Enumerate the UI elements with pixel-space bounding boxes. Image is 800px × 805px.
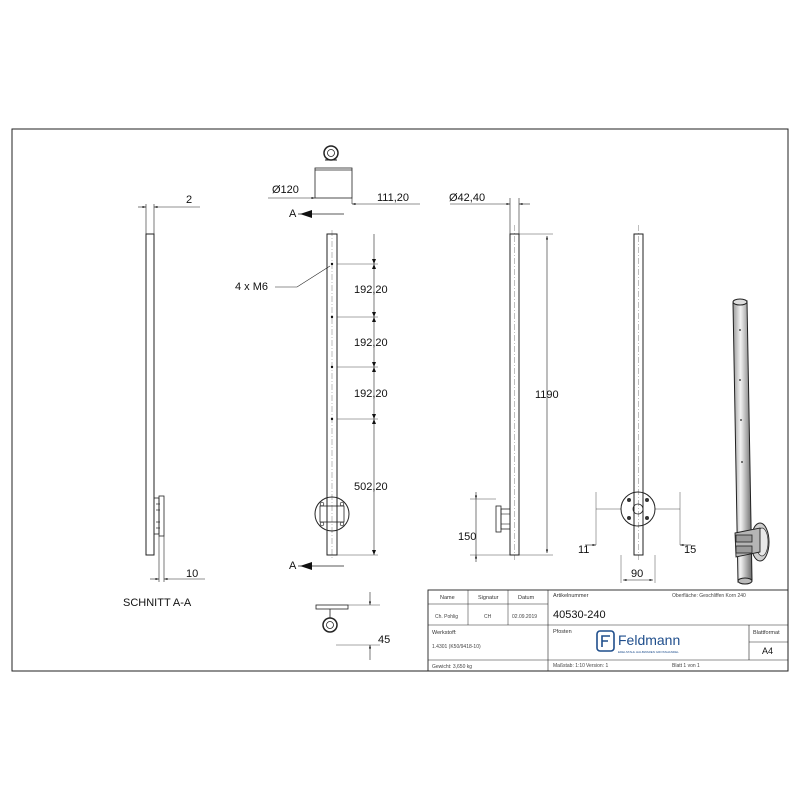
front-view: Ø120 111,20 A A 4 x M6 [235,145,420,660]
tb-blattformat: A4 [762,646,773,656]
dim-top-offset: 111,20 [377,192,409,204]
tb-name: Ch. Pohlig [435,614,458,620]
tb-gewicht: Gewicht: 3,650 kg [432,664,472,670]
section-marker-bottom: A [289,560,297,572]
tb-massstab: Maßstab: 1:10 [553,663,585,669]
tb-werkstoff-label: Werkstoff: [432,630,457,636]
section-marker-top: A [289,208,297,220]
dim-height: 1190 [535,389,559,401]
section-label: SCHNITT A-A [123,597,192,609]
dim-width-90: 90 [631,568,643,580]
dim-side-11: 11 [578,544,589,556]
dim-top-diameter: Ø120 [272,184,299,196]
tb-signature: CH [484,614,492,620]
dim-spacing-3: 192,20 [354,388,388,400]
tb-werkstoff: 1.4301 (K50/9418-10) [432,644,481,650]
tb-artikel: 40530-240 [553,609,606,621]
dim-bottom-45: 45 [378,634,390,646]
title-block: Name Signatur Datum Ch. Pohlig CH 02.09.… [427,589,789,672]
drawing-frame [11,128,789,672]
dim-thickness: 2 [186,194,192,206]
tb-blattformat-label: Blattformat [753,630,780,636]
tb-col-signature: Signatur [478,595,499,601]
dim-spacing-2: 192,20 [354,337,388,349]
dim-side-15: 15 [684,544,696,556]
tb-benennung: Pfosten [553,629,572,635]
dim-spacing-1: 192,20 [354,284,388,296]
dim-tube-diameter: Ø42,40 [449,192,485,204]
tb-oberflaeche: Oberfläche: Geschliffen Korn 240 [672,593,746,599]
logo-subtext: EDELSTAHL HALBWAREN GROSSHANDEL [618,650,679,654]
tb-artikel-label: Artikelnummer [553,593,589,599]
side-view: Ø42,40 1190 150 [449,192,559,562]
isometric-view [732,298,770,585]
tb-date: 02.09.2019 [512,614,537,620]
logo-text: Feldmann [618,632,680,648]
tb-col-name: Name [440,595,455,601]
dim-bottom-10: 10 [186,568,198,580]
tb-version: Version: 1 [586,663,608,669]
section-view: 2 10 SCHNITT A-A [123,194,205,609]
dim-holes: 4 x M6 [235,281,268,293]
dim-plate-150: 150 [458,531,476,543]
feldmann-logo: Feldmann EDELSTAHL HALBWAREN GROSSHANDEL [596,630,680,654]
rear-view: 11 15 90 [578,225,696,583]
tb-blatt: Blatt 1 von 1 [672,663,700,669]
tb-col-date: Datum [518,595,535,601]
dim-spacing-4: 502,20 [354,481,388,493]
